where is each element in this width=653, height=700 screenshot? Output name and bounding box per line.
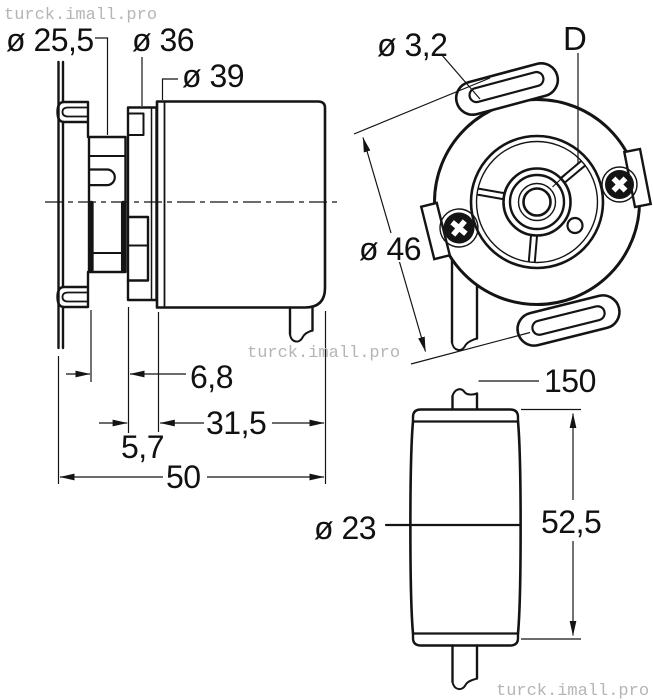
front-cable-break <box>451 337 478 351</box>
hub-outline <box>87 135 127 274</box>
stub-cable-break <box>451 388 478 397</box>
lower-cable-break <box>451 677 478 691</box>
side-view: ø 25,5 ø 36 ø 39 6,8 31,5 5,7 50 <box>6 22 338 495</box>
hub-ring-2 <box>508 173 566 231</box>
label-dia-3-2: ø 3,2 <box>377 27 447 63</box>
front-view: ø 3,2 D ø 46 150 <box>353 20 653 399</box>
label-dia-46: ø 46 <box>359 231 421 267</box>
leader-dia-39 <box>161 78 178 100</box>
stub-cable-lines <box>451 392 479 411</box>
barrel-top-cap <box>411 408 520 423</box>
hub-cap-lines <box>88 155 127 254</box>
phillips-cross-icon <box>611 176 628 193</box>
label-dia-25-5: ø 25,5 <box>6 22 94 58</box>
encoder-body <box>155 100 327 343</box>
right-screw <box>601 166 638 203</box>
spoke-bottom <box>527 234 538 264</box>
barrel-bottom-cap <box>411 632 520 647</box>
ear-slot <box>468 70 545 104</box>
label-dim-5-7: 5,7 <box>121 429 164 465</box>
side-view-dimensions: ø 25,5 ø 36 ø 39 6,8 31,5 5,7 50 <box>6 22 327 495</box>
top-tab-inner <box>61 106 89 118</box>
watermark-top-left: turck.imall.pro <box>4 6 157 25</box>
face-ring-outer <box>469 134 605 270</box>
spring-flange-plate <box>56 60 90 350</box>
screw-washer <box>601 166 638 203</box>
left-latch-tab <box>419 201 452 261</box>
mounting-flange-plate <box>126 106 158 302</box>
cable-grommet-barrel <box>384 408 522 647</box>
front-view-dimensions: ø 3,2 D ø 46 150 <box>353 20 596 399</box>
ear-slot <box>531 305 606 336</box>
leader-dia-3-2 <box>440 53 481 100</box>
cable-view-dimensions: ø 23 52,5 <box>314 408 602 640</box>
label-dim-150: 150 <box>544 363 596 399</box>
label-dia-36: ø 36 <box>132 22 194 58</box>
body-outer-circle <box>433 98 641 306</box>
label-dia-39: ø 39 <box>182 58 244 94</box>
shaft-clamp-hub <box>87 135 127 274</box>
pin-hole <box>566 216 584 235</box>
hub-key-slot <box>88 168 116 187</box>
body-cable-break <box>289 329 314 343</box>
barrel-sides <box>409 420 522 635</box>
flange-lower-block <box>126 215 150 282</box>
label-dim-50: 50 <box>166 459 201 495</box>
cable-assembly-view: ø 23 52,5 <box>314 388 602 691</box>
dia-46-ext-upper <box>353 77 491 135</box>
left-screw <box>439 208 479 248</box>
latch-rect <box>419 201 452 261</box>
bottom-mounting-ear <box>516 294 621 347</box>
bottom-tab-inner <box>61 291 89 303</box>
leader-dia-25-5 <box>95 37 109 135</box>
dia-46-ext-lower <box>410 331 531 365</box>
top-mounting-ear <box>454 62 560 116</box>
flange-top-step <box>127 112 145 136</box>
hub-ring-3 <box>517 182 557 222</box>
front-cable-lines <box>450 258 479 344</box>
label-dim-31-5: 31,5 <box>206 405 266 441</box>
label-shaft-d: D <box>563 20 586 57</box>
screw-washer <box>439 208 479 248</box>
label-dia-23: ø 23 <box>314 510 376 546</box>
lower-cable-lines <box>451 644 479 684</box>
leader-shaft-d <box>552 53 579 188</box>
watermark-bottom-right: turck.imall.pro <box>496 682 649 700</box>
shaft-bore <box>522 187 552 217</box>
extension-lines <box>57 307 327 484</box>
dim-52-5-ext-lines <box>521 408 581 640</box>
dia-46-arrow-down <box>398 261 427 352</box>
watermark-middle: turck.imall.pro <box>247 344 400 363</box>
label-dim-6-8: 6,8 <box>190 359 233 395</box>
hub-lower-thick-edges <box>89 200 126 273</box>
phillips-cross-icon <box>450 219 468 237</box>
spoke-upper-left <box>476 187 505 201</box>
label-dim-52-5: 52,5 <box>541 504 601 540</box>
dia-46-arrow-up <box>362 137 392 234</box>
body-cable-lines <box>288 306 314 336</box>
spoke-upper-right <box>560 160 586 184</box>
face-ring-inner <box>475 140 599 264</box>
body-outline <box>155 100 327 309</box>
